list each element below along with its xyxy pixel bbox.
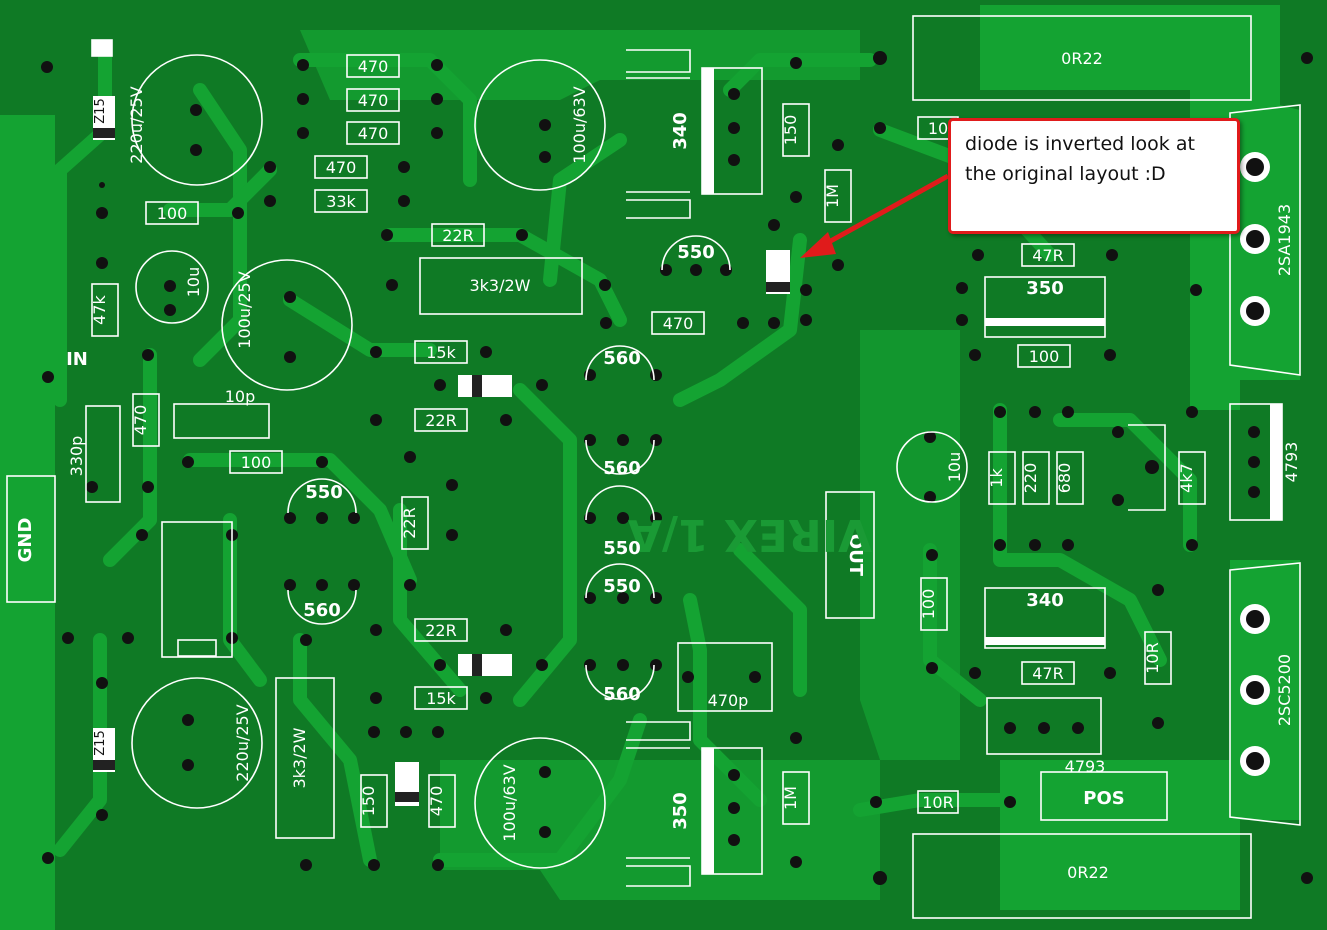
transistor-560-left: 560 [303, 600, 341, 621]
res-1m-b: 1M [781, 786, 800, 810]
in-label: IN [66, 349, 88, 370]
emitter-resistor-bottom-label: 0R22 [1067, 863, 1109, 882]
transistor-340-right: 340 [1026, 590, 1064, 611]
res-470-a: 470 [358, 57, 389, 76]
res-47k: 47k [90, 294, 109, 324]
res-1m-a: 1M [823, 184, 842, 208]
res-470-g: 470 [663, 314, 694, 333]
transistor-350-bottom: 350 [670, 792, 691, 830]
transistor-550-b: 550 [603, 538, 641, 559]
diode-bodies [93, 68, 1282, 874]
res-3k3-bottom: 3k3/2W [290, 727, 309, 788]
res-22r-a: 22R [442, 226, 473, 245]
transistor-340-top: 340 [670, 112, 691, 150]
out-label: OUT [845, 534, 866, 577]
res-10-a: 10 [928, 119, 948, 138]
transistor-550-left: 550 [305, 482, 343, 503]
zener-z15-top: Z15 [93, 98, 108, 123]
transistor-350-top: 350 [1026, 278, 1064, 299]
res-470-b: 470 [358, 91, 389, 110]
cap-100u63-top-label: 100u/63V [570, 86, 589, 163]
res-22r-b: 22R [425, 411, 456, 430]
res-4k7: 4k7 [1177, 463, 1196, 493]
transistor-550-c: 550 [603, 576, 641, 597]
power-transistor-holes [1240, 152, 1270, 776]
transistor-560-c: 560 [603, 684, 641, 705]
res-22r-d: 22R [425, 621, 456, 640]
silkscreen-outlines [6, 15, 1301, 919]
res-220: 220 [1021, 463, 1040, 494]
res-100-a: 100 [157, 204, 188, 223]
res-150-a: 150 [781, 115, 800, 146]
res-22r-c: 22R [400, 507, 419, 538]
transistor-560-a: 560 [603, 348, 641, 369]
transistor-550-top: 550 [677, 242, 715, 263]
cap-10p-label: 10p [225, 387, 256, 406]
transistor-2sa1943-label: 2SA1943 [1275, 204, 1294, 276]
cap-10u-right-label: 10u [945, 452, 964, 483]
res-15k-a: 15k [426, 343, 456, 362]
res-470-d: 470 [326, 158, 357, 177]
driver-4793-right-label: 4793 [1282, 442, 1301, 483]
emitter-resistor-top-label: 0R22 [1061, 49, 1103, 68]
silkscreen-labels: GND IN OUT POS VIREX 1/A 2SA1943 2SC5200… [15, 49, 1301, 882]
cap-330p-label: 330p [67, 436, 86, 477]
res-47r-b: 47R [1032, 664, 1063, 683]
res-470-f: 470 [427, 786, 446, 817]
res-10r-b: 10R [1143, 642, 1162, 673]
cap-100u25-label: 100u/25V [235, 271, 254, 348]
driver-4793-bottom-label: 4793 [1065, 757, 1106, 776]
cap-220u-top-label: 220u/25V [127, 86, 146, 163]
res-470-c: 470 [358, 124, 389, 143]
transistor-560-b: 560 [603, 458, 641, 479]
cap-220u-bottom-label: 220u/25V [233, 704, 252, 781]
res-15k-b: 15k [426, 689, 456, 708]
res-10r-c: 10R [922, 793, 953, 812]
annotation-arrow [800, 173, 950, 258]
cap-10u-left-label: 10u [184, 267, 203, 298]
res-100-c: 100 [1029, 347, 1060, 366]
gnd-label: GND [15, 518, 36, 563]
brand-label: VIREX 1/A [628, 509, 872, 560]
res-1k: 1k [987, 468, 1006, 488]
zener-z15-bottom: Z15 [93, 730, 108, 755]
res-100-d: 100 [919, 589, 938, 620]
transistor-2sc5200-label: 2SC5200 [1275, 654, 1294, 726]
annotation-callout: diode is inverted look at the original l… [948, 118, 1240, 234]
annotation-text: diode is inverted look at the original l… [965, 133, 1195, 185]
cap-470p-label: 470p [708, 691, 749, 710]
res-33k: 33k [326, 192, 356, 211]
res-47r-a: 47R [1032, 246, 1063, 265]
pos-label: POS [1083, 788, 1124, 809]
resistor-bodies [91, 39, 1206, 828]
res-470-e: 470 [131, 405, 150, 436]
res-680: 680 [1055, 463, 1074, 494]
res-150-b: 150 [359, 786, 378, 817]
pads [41, 42, 1313, 885]
res-100-b: 100 [241, 453, 272, 472]
res-3k3-top: 3k3/2W [469, 276, 530, 295]
copper-traces [53, 43, 1197, 867]
cap-100u63-bottom-label: 100u/63V [500, 764, 519, 841]
